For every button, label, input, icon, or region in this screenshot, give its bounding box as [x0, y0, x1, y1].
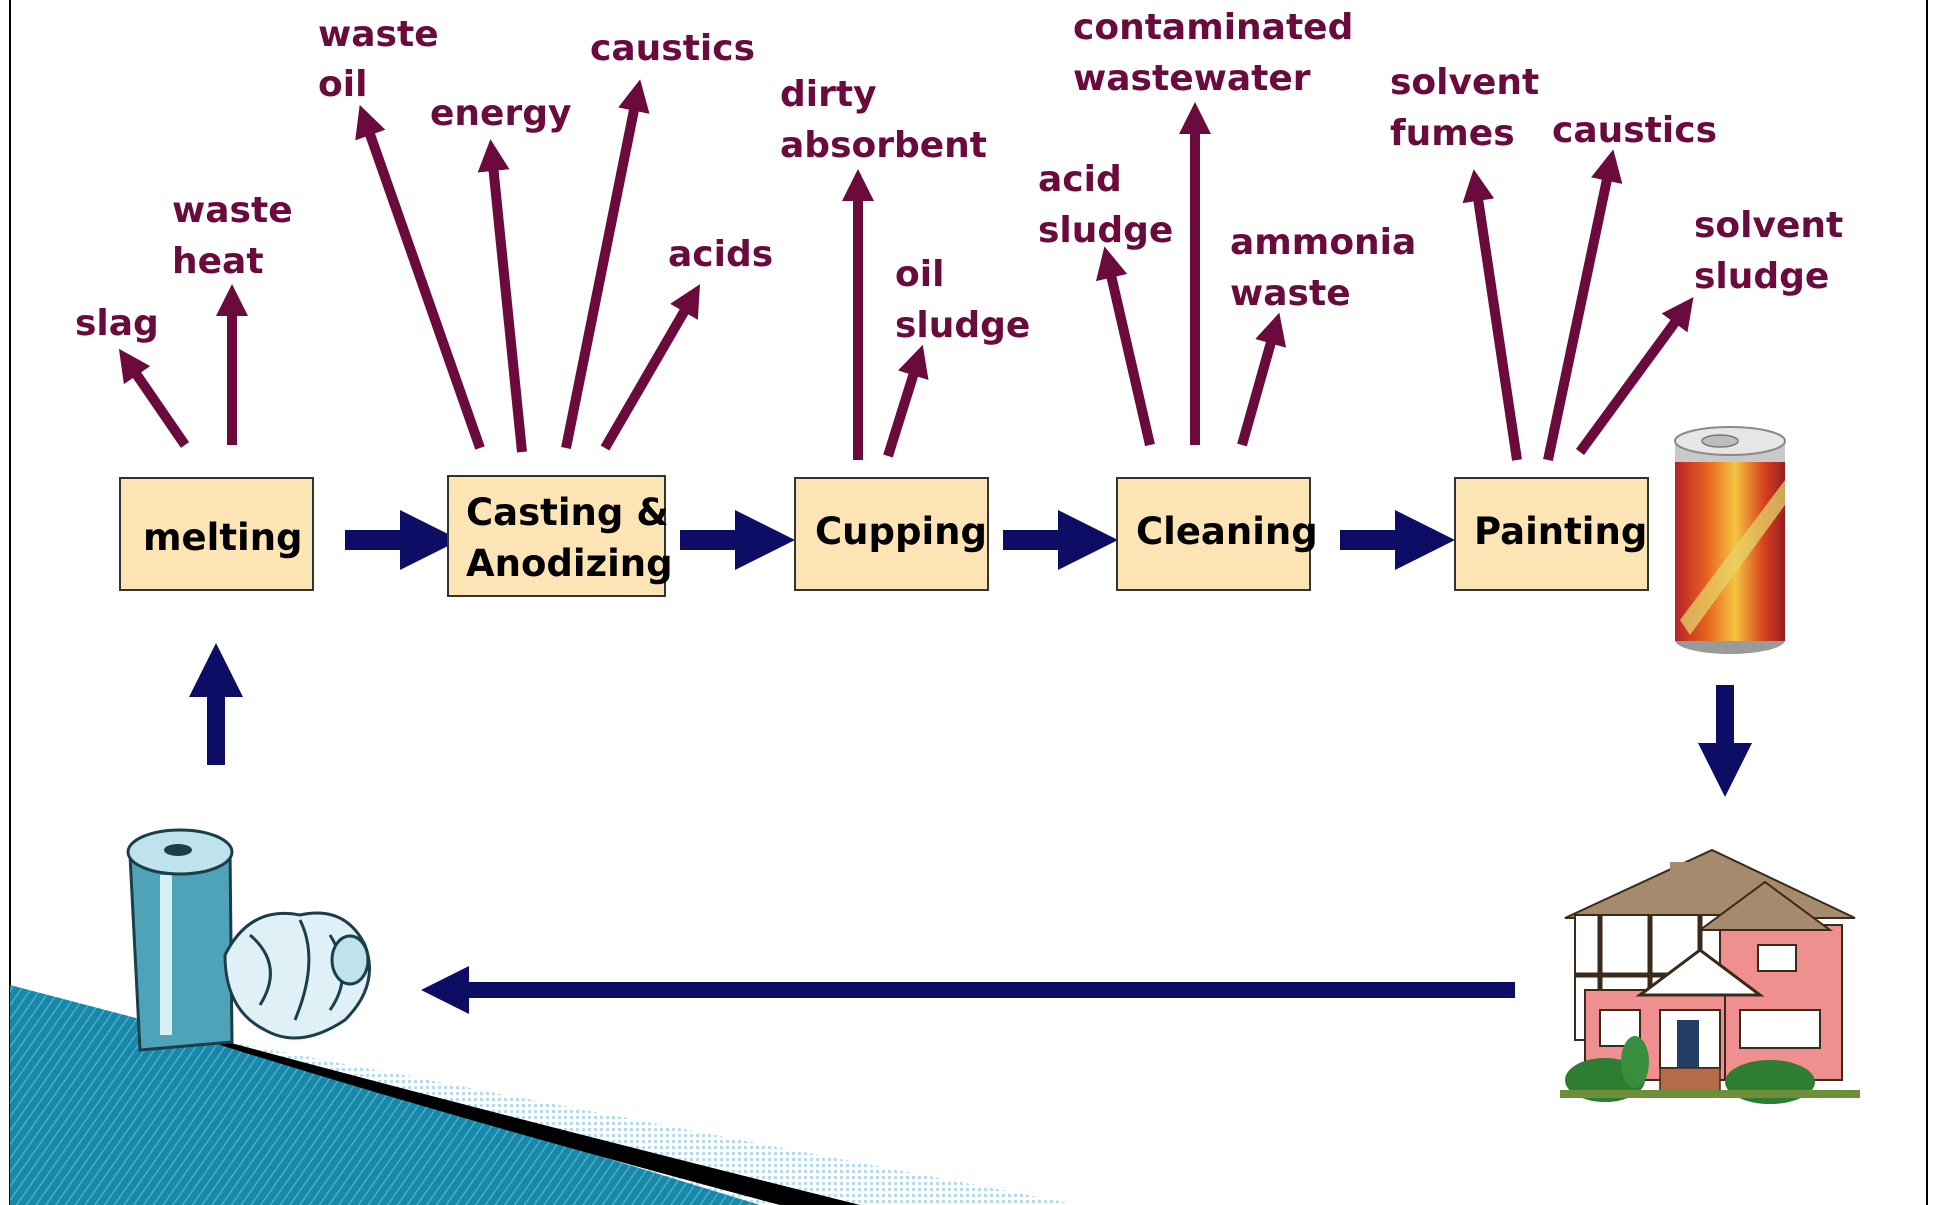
- label-waste-heat-line2: heat: [172, 241, 264, 282]
- house-icon: [1560, 848, 1860, 1104]
- emission-labels: slag waste heat waste oil energy caustic…: [75, 7, 1843, 346]
- process-label-cleaning: Cleaning: [1136, 510, 1318, 553]
- label-contaminated-wastewater-line2: wastewater: [1073, 58, 1311, 99]
- label-oil-sludge-line2: sludge: [895, 305, 1030, 346]
- arrow-solvent-sludge: [1575, 297, 1694, 455]
- label-acid-sludge-line1: acid: [1038, 159, 1122, 200]
- arrow-slag: [118, 348, 190, 448]
- label-waste-oil-line2: oil: [318, 64, 367, 105]
- process-box-melting: melting: [119, 477, 314, 591]
- label-solvent-sludge-line2: sludge: [1694, 256, 1829, 297]
- process-label-painting: Painting: [1474, 510, 1647, 553]
- process-box-casting: Casting & Anodizing: [447, 475, 673, 597]
- arrow-caustics-painting: [1543, 149, 1623, 462]
- label-solvent-fumes-line2: fumes: [1390, 113, 1515, 154]
- arrow-solvent-fumes: [1462, 169, 1522, 461]
- process-box-cupping: Cupping: [794, 477, 989, 591]
- label-caustics-casting: caustics: [590, 28, 755, 69]
- process-label-cupping: Cupping: [815, 510, 987, 553]
- arrow-acid-sludge: [1095, 246, 1155, 447]
- label-ammonia-waste-line2: waste: [1230, 273, 1351, 314]
- arrow-oil-sludge: [883, 344, 929, 458]
- arrow-acids: [600, 284, 701, 451]
- process-box-painting: Painting: [1454, 477, 1649, 591]
- label-energy: energy: [430, 93, 571, 134]
- process-label-casting-line2: Anodizing: [466, 542, 673, 585]
- label-acid-sludge-line2: sludge: [1038, 210, 1173, 251]
- label-caustics-painting: caustics: [1552, 110, 1717, 151]
- label-solvent-fumes-line1: solvent: [1390, 62, 1539, 103]
- process-flow-arrows: [189, 510, 1752, 1014]
- label-waste-heat-line1: waste: [172, 190, 293, 231]
- label-waste-oil-line1: waste: [318, 14, 439, 55]
- label-slag: slag: [75, 303, 159, 344]
- arrow-energy: [477, 139, 527, 453]
- emission-arrows: [118, 79, 1694, 462]
- crushed-cans-icon: [126, 828, 371, 1052]
- arrow-caustics-casting: [561, 79, 650, 449]
- arrow-ammonia-waste: [1237, 312, 1287, 447]
- process-label-melting: melting: [143, 516, 303, 559]
- label-solvent-sludge-line1: solvent: [1694, 205, 1843, 246]
- label-ammonia-waste-line1: ammonia: [1230, 222, 1416, 263]
- label-dirty-absorbent-line1: dirty: [780, 74, 877, 115]
- process-boxes: melting Casting & Anodizing Cupping Clea…: [119, 475, 1649, 597]
- painted-can-icon: [1674, 426, 1786, 654]
- label-contaminated-wastewater-line1: contaminated: [1073, 7, 1353, 48]
- process-label-casting-line1: Casting &: [466, 491, 669, 534]
- label-dirty-absorbent-line2: absorbent: [780, 125, 987, 166]
- arrow-waste-oil: [355, 104, 485, 450]
- label-acids: acids: [668, 234, 773, 275]
- slide-frame: [9, 0, 1928, 1205]
- process-box-cleaning: Cleaning: [1116, 477, 1318, 591]
- label-oil-sludge-line1: oil: [895, 254, 944, 295]
